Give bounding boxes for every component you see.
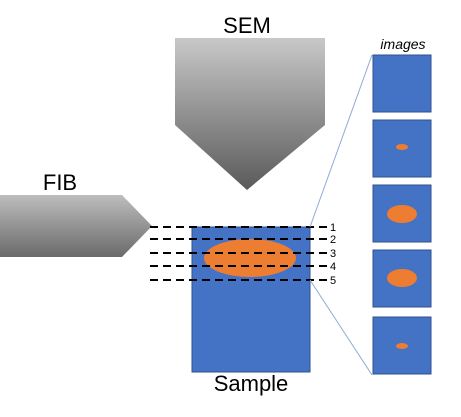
fib-label: FIB: [43, 170, 77, 195]
image-slice-4-feature: [387, 269, 417, 287]
slice-number-1: 1: [330, 222, 336, 234]
slice-number-2: 2: [330, 234, 336, 246]
sample-feature-ellipse: [204, 239, 296, 277]
image-slice-2-feature: [396, 144, 408, 150]
image-slice-1: [372, 54, 432, 113]
sem-label: SEM: [223, 13, 271, 38]
slice-number-5: 5: [330, 275, 336, 287]
sem-column-shape: [175, 38, 325, 190]
images-label: images: [380, 36, 425, 52]
connector-line-bottom: [309, 279, 373, 376]
slice-number-4: 4: [330, 261, 336, 273]
connector-line-top: [309, 54, 373, 228]
image-slice-3-feature: [387, 205, 417, 223]
slice-number-3: 3: [330, 248, 336, 260]
fib-column-shape: [0, 195, 152, 257]
sample-label: Sample: [214, 371, 289, 396]
image-slice-5-feature: [396, 343, 408, 349]
